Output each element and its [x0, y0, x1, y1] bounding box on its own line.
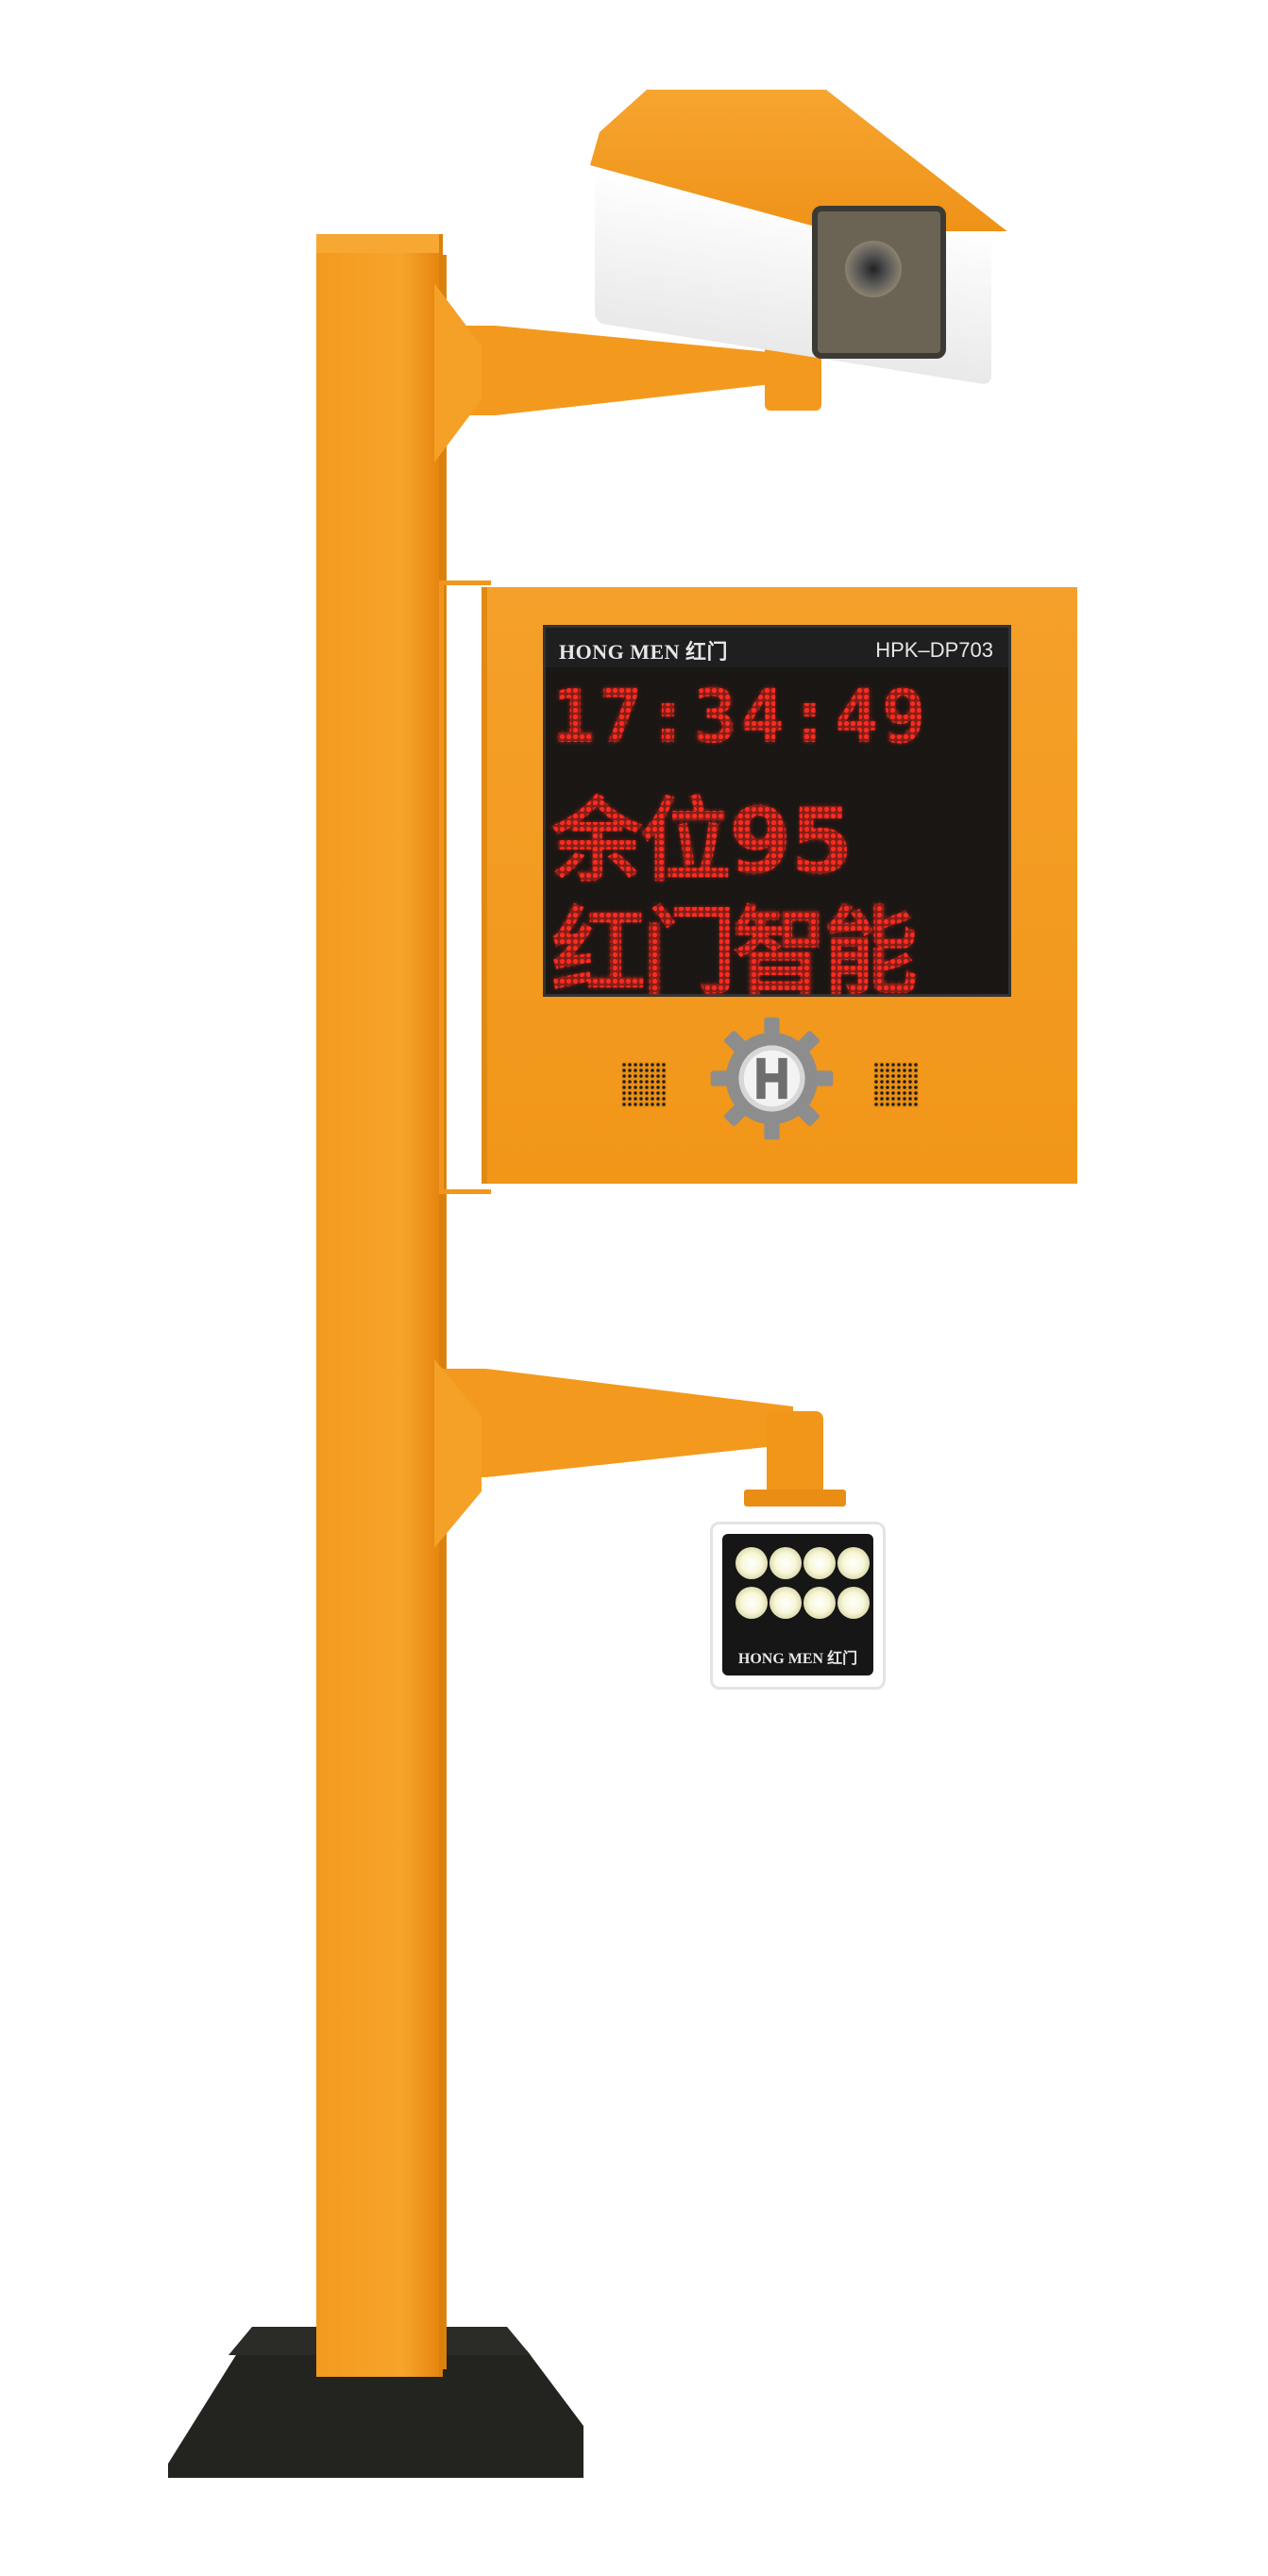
gear-h-logo-icon: [710, 1017, 834, 1140]
lamp-icon: [837, 1587, 870, 1619]
speaker-grille-right-icon: [873, 1062, 919, 1107]
speaker-grille-left-icon: [621, 1062, 667, 1107]
led-screen: HONG MEN 红门 HPK–DP703 17:34:49 余位95 红门智能: [543, 625, 1011, 1007]
screen-model: HPK–DP703: [875, 638, 993, 662]
lamp-icon: [735, 1587, 768, 1619]
light-arm: [439, 1369, 793, 1477]
main-pole: [316, 234, 443, 2377]
lamp-icon: [837, 1547, 870, 1579]
fill-light: HONG MEN 红门: [710, 1522, 886, 1690]
led-company-name: 红门智能: [551, 897, 918, 1007]
lamp-icon: [769, 1587, 802, 1619]
lamp-icon: [769, 1547, 802, 1579]
light-post: [767, 1411, 823, 1501]
lamp-icon: [803, 1547, 836, 1579]
led-time: 17:34:49: [551, 675, 929, 760]
lamp-icon: [803, 1587, 836, 1619]
camera-arm-mount: [434, 283, 482, 463]
lamp-icon: [735, 1547, 768, 1579]
pole-cap: [316, 234, 439, 253]
fill-light-brand: HONG MEN 红门: [737, 1651, 858, 1667]
screen-brand: HONG MEN 红门: [559, 640, 729, 664]
camera-lens-icon: [845, 241, 902, 297]
display-hinge-frame: [439, 581, 491, 1194]
screen-header: HONG MEN 红门 HPK–DP703: [546, 628, 1008, 667]
pole-side: [439, 255, 447, 2369]
light-collar: [744, 1490, 846, 1507]
fill-light-face: HONG MEN 红门: [722, 1534, 873, 1675]
